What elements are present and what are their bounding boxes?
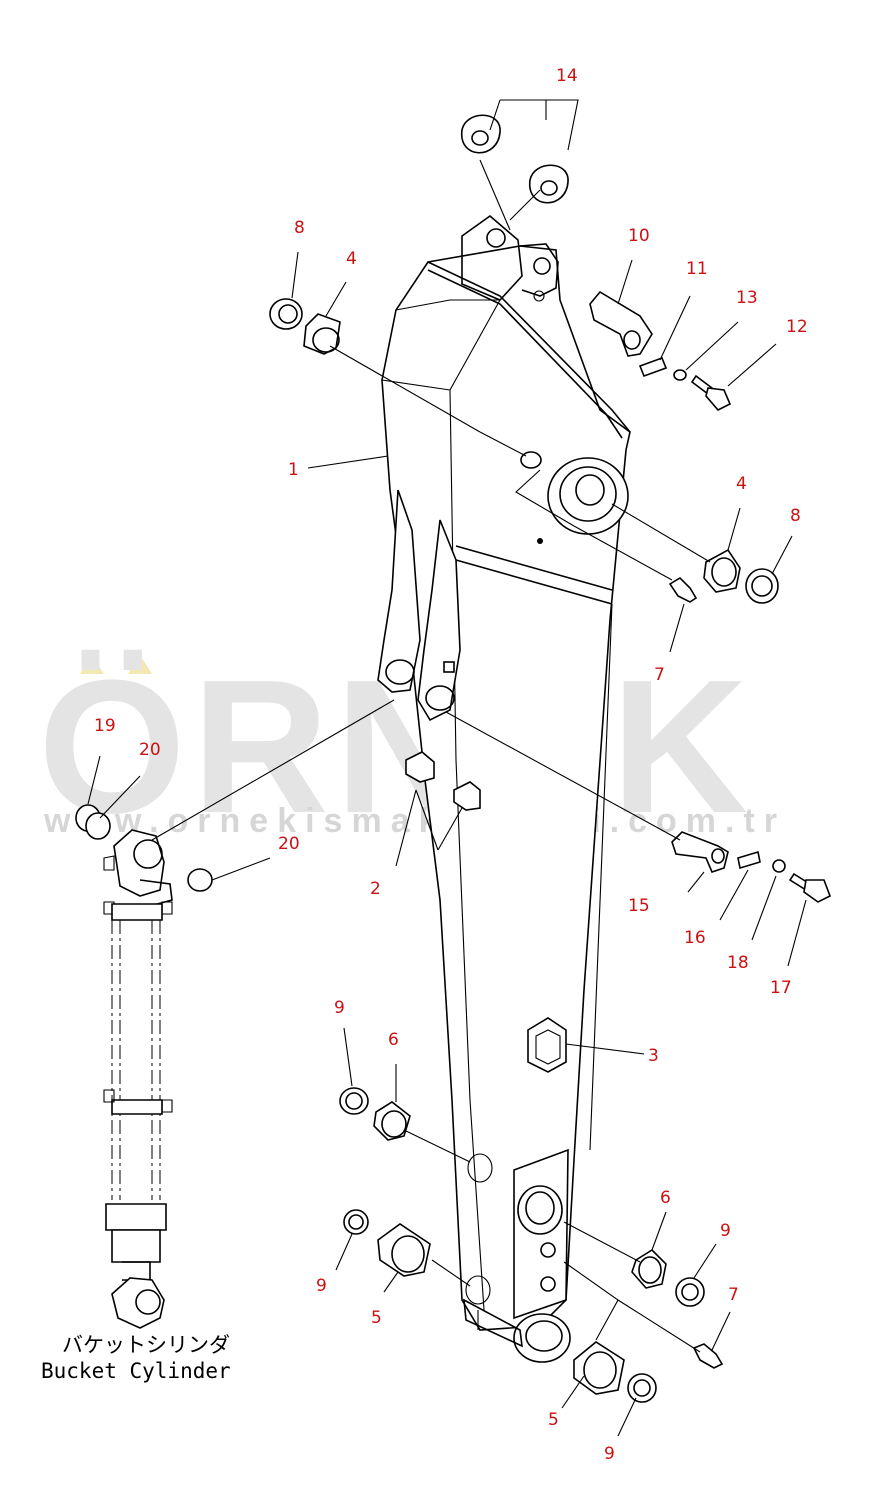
callout-8-right: 8 (790, 506, 801, 526)
watermark-accent-mark (80, 655, 104, 674)
callout-20-left: 20 (139, 740, 161, 760)
callout-4-right: 4 (736, 474, 747, 494)
callout-15: 15 (628, 896, 650, 916)
watermark-accent-mark (128, 655, 152, 674)
caption-japanese: バケットシリンダ (62, 1333, 230, 1357)
watermark-url: www.ornekismakinalari.com.tr (43, 802, 786, 840)
callout-7-upper: 7 (654, 665, 665, 685)
callout-4-upper: 4 (346, 249, 357, 269)
callout-8-upper: 8 (294, 218, 305, 238)
arm-body (377, 214, 631, 1363)
callout-2: 2 (370, 879, 381, 899)
callout-10: 10 (628, 226, 650, 246)
callout-17: 17 (770, 978, 792, 998)
callout-7-lower: 7 (728, 1285, 739, 1305)
callout-1: 1 (288, 460, 299, 480)
leader-lines (87, 99, 807, 1437)
callout-5-right: 5 (548, 1410, 559, 1430)
callout-9-bottom: 9 (604, 1444, 615, 1464)
callouts: 14 10 11 13 12 8 4 1 4 8 7 19 20 20 2 15… (94, 66, 808, 1464)
callout-11: 11 (686, 259, 708, 279)
loose-parts (269, 114, 832, 1403)
callout-18: 18 (727, 953, 749, 973)
callout-9-right: 9 (720, 1221, 731, 1241)
callout-19: 19 (94, 716, 116, 736)
callout-20-right: 20 (278, 834, 300, 854)
callout-16: 16 (684, 928, 706, 948)
callout-12: 12 (786, 317, 808, 337)
callout-5-left: 5 (371, 1308, 382, 1328)
callout-9-lower-left: 9 (316, 1276, 327, 1296)
callout-3: 3 (648, 1046, 659, 1066)
caption: バケットシリンダ Bucket Cylinder (41, 1333, 231, 1383)
callout-14: 14 (556, 66, 578, 86)
bucket-cylinder (75, 804, 213, 1329)
callout-6-left: 6 (388, 1030, 399, 1050)
callout-6-right: 6 (660, 1188, 671, 1208)
caption-english: Bucket Cylinder (41, 1359, 231, 1383)
callout-9-upper-left: 9 (334, 998, 345, 1018)
callout-13: 13 (736, 288, 758, 308)
